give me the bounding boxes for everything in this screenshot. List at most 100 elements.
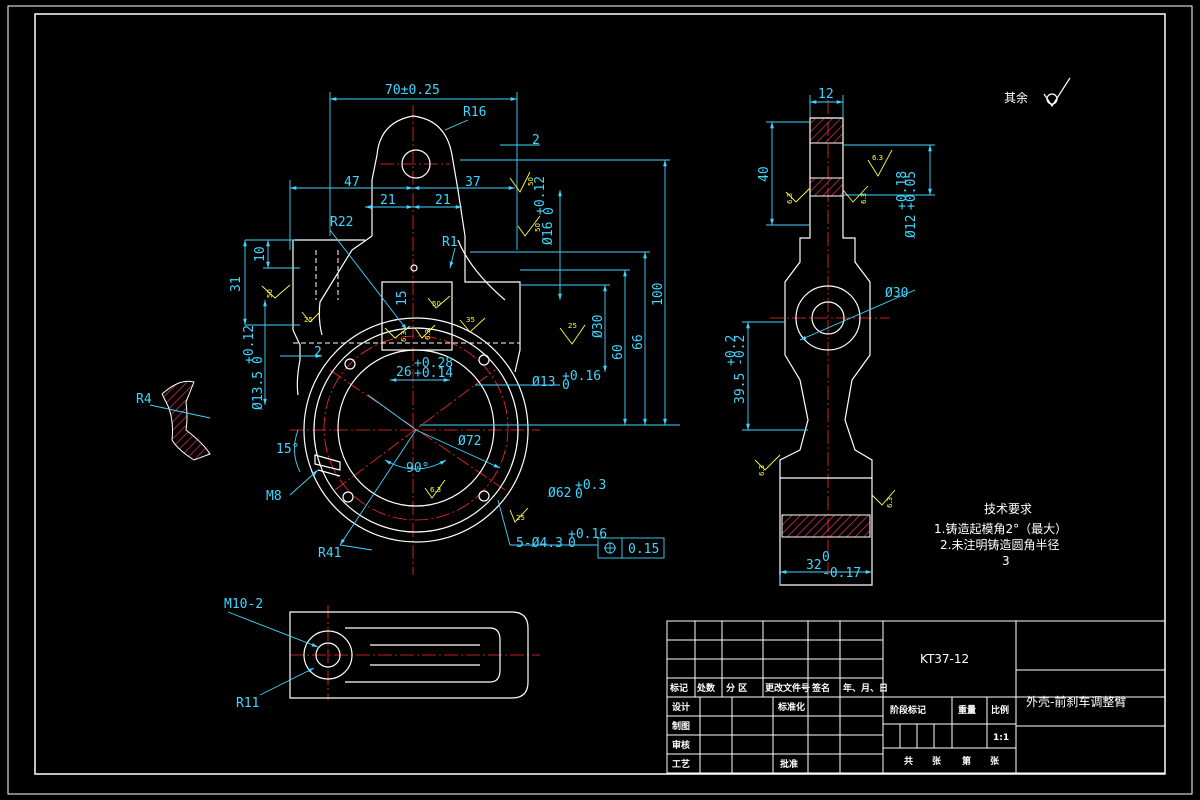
tb-sheets: 张 [932,755,942,767]
dim-r22: R22 [330,215,353,230]
dim-h31: 31 [229,276,244,292]
side-boss-bore [811,301,845,335]
dim-d13-5-tol: +0.12 [242,325,257,364]
dim-h60: 60 [611,344,626,360]
roughness-value: 50 [527,177,535,186]
surface-note-label: 其余 [1004,90,1028,105]
tb-change-doc: 更改文件号 [765,682,810,694]
dim-h15: 15 [395,290,410,306]
tb-stage-mark: 阶段标记 [890,704,926,716]
dim-thread: M10-2 [224,597,263,612]
dim-d62: Ø62 [548,486,571,501]
dim-d13-tol2: 0 [562,378,570,393]
side-roughness-symbols [754,149,896,506]
roughness-value: 50 [432,300,441,308]
dim-w32-tol: 0 [822,550,830,565]
dim-h100: 100 [651,283,666,306]
side-view: 12 40 Ø12 +0.18 +0.05 Ø30 39.5 +0.2 -0.2… [724,87,935,586]
dim-right-21: 21 [435,193,451,208]
tech-title: 技术要求 [984,502,1032,516]
side-outline [779,117,873,586]
bottom-view: M10-2 R11 [224,597,540,711]
tech-item-1: 1.铸造起模角2°（最大） [934,521,1067,536]
dim-d12: Ø12 [904,215,919,238]
roughness-value: 35 [466,316,475,324]
diagonal-centerline-2 [334,369,496,491]
roughness-value: 6.3 [860,193,868,204]
dim-r4: R4 [136,392,152,407]
tb-zone: 分 区 [726,682,747,694]
dim-d13-5-tol2: 0 [251,356,266,364]
dim-d16-tol2: 0 [542,207,557,215]
bottom-boss [303,630,353,680]
upper-body-right [464,236,521,373]
dim-d16: Ø16 [541,222,556,245]
front-roughness-symbols [261,171,586,523]
dim-r41: R41 [318,546,341,561]
roughness-circle-icon [1046,93,1058,105]
dim-slot: 26 [396,365,412,380]
dim-w32: 32 [806,558,822,573]
dim-d62-tol: +0.3 [575,478,606,493]
roughness-value: 6.3 [424,329,432,340]
dim-holes-tol: +0.16 [568,527,607,542]
tb-scale-label: 比例 [991,704,1009,716]
part-name: 外壳-前刹车调整臂 [1026,694,1126,709]
roughness-value: 25 [568,322,577,330]
roughness-value: 25 [304,316,313,324]
tb-page: 张 [990,755,1000,767]
dim-top-radius: R16 [463,105,486,120]
roughness-value: 50 [266,289,274,298]
surface-finish-note: 其余 [1004,77,1071,108]
roughness-value: 6.3 [430,486,441,494]
left-web [318,235,373,336]
roughness-value: 6.3 [886,497,894,508]
tb-mark: 标记 [669,682,688,694]
tech-item-3: 3 [1002,554,1010,568]
sheet-border [7,5,1193,795]
dim-holes-tol2: 0 [568,536,576,551]
title-block [666,620,1166,774]
tech-requirements: 技术要求 1.铸造起模角2°（最大） 2.未注明铸造圆角半径 3 [934,502,1067,568]
tech-item-2: 2.未注明铸造圆角半径 [940,537,1059,552]
dim-left-21: 21 [380,193,396,208]
side-top-hatch-1 [809,117,844,144]
tb-scale: 1:1 [993,733,1009,743]
dim-slot-tol: +0.28 [414,356,453,371]
dim-h39-5-tol: +0.2 [724,335,739,366]
dim-left-47: 47 [344,175,360,190]
dim-h39-5: 39.5 [733,373,748,404]
dim-d12-tol: +0.18 [895,171,910,210]
bolt-hole-1 [344,358,356,370]
dim-gap: 2 [532,133,540,148]
top-lug-outline [371,115,466,237]
dim-overall-width: 70±0.25 [385,83,440,98]
roughness-value: 6.3 [786,193,794,204]
roughness-value: 6.3 [758,465,766,476]
small-hole [410,264,418,272]
bottom-slot [345,627,501,683]
bolt-hole-2 [478,354,490,366]
dim-d30: Ø30 [591,315,606,338]
dim-d62-tol2: 0 [575,487,583,502]
dim-r1: R1 [442,235,458,250]
dim-d13-5: Ø13.5 [251,371,266,410]
dim-m8: M8 [266,489,282,504]
dim-h40: 40 [757,166,772,182]
tb-design: 设计 [672,701,690,713]
side-top-hatch-2 [809,177,844,197]
bottom-hole [315,642,341,668]
dim-slot-tol2: +0.14 [414,366,453,381]
dim-bottom-radius: R11 [236,696,259,711]
dim-right-37: 37 [465,175,481,190]
side-dimensions [742,95,935,585]
side-bottom-hatch [781,514,871,538]
diagonal-centerline-1 [329,369,506,491]
tb-count: 处数 [696,682,716,694]
dim-d13: Ø13 [532,375,555,390]
dim-w32-tol2: -0.17 [822,566,861,581]
r4-section-hatch [161,380,211,461]
bolt-hole-4 [478,490,490,502]
dim-h10: 10 [253,246,268,262]
